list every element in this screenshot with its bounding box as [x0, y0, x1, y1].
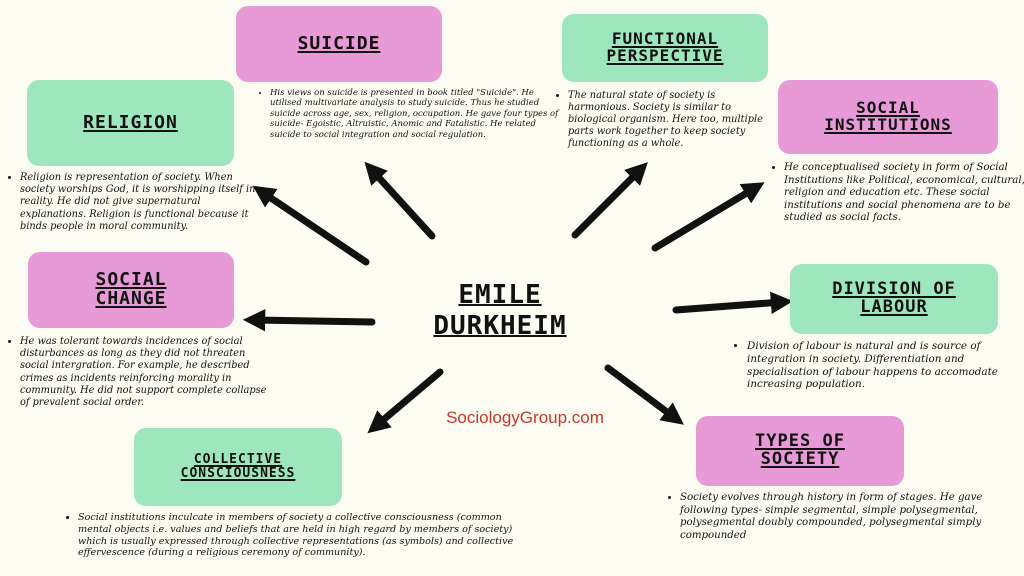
suicide-description: His views on suicide is presented in boo…: [258, 88, 560, 140]
suicide-title: SUICIDE: [297, 32, 381, 54]
arrow-to-social-change: [242, 308, 376, 332]
social-change-box: SOCIAL CHANGE: [28, 252, 234, 328]
arrow-to-religion: [252, 185, 370, 266]
collective-consciousness-description: Social institutions inculcate in members…: [66, 512, 528, 559]
types-of-society-text: Society evolves through history in form …: [680, 492, 1024, 542]
religion-description: Religion is representation of society. W…: [8, 172, 265, 233]
social-institutions-text: He conceptualised society in form of Soc…: [784, 162, 1024, 225]
arrow-to-division-of-labour: [672, 291, 794, 315]
division-of-labour-description: Division of labour is natural and is sou…: [735, 340, 1024, 391]
religion-box: RELIGION: [27, 80, 234, 166]
suicide-text: His views on suicide is presented in boo…: [270, 88, 560, 140]
center-title-line2: DURKHEIM: [433, 310, 567, 341]
arrow-to-social-institutions: [651, 182, 765, 252]
collective-consciousness-box: COLLECTIVE CONSCIOUSNESS: [134, 428, 342, 506]
functional-perspective-description: The natural state of society is harmonio…: [556, 90, 780, 150]
center-title: EMILE DURKHEIM: [400, 280, 600, 341]
division-of-labour-box: DIVISION OF LABOUR: [790, 264, 998, 334]
collective-consciousness-text: Social institutions inculcate in members…: [78, 512, 528, 559]
social-change-text: He was tolerant towards incidences of so…: [20, 336, 270, 409]
division-of-labour-title: DIVISION OF LABOUR: [832, 279, 956, 317]
social-change-description: He was tolerant towards incidences of so…: [8, 336, 270, 409]
social-change-title: SOCIAL CHANGE: [95, 269, 167, 309]
functional-perspective-title: FUNCTIONAL PERSPECTIVE: [606, 29, 724, 65]
arrow-to-types-of-society: [604, 364, 684, 425]
types-of-society-title: TYPES OF SOCIETY: [755, 431, 845, 469]
functional-perspective-box: FUNCTIONAL PERSPECTIVE: [562, 14, 768, 82]
arrow-to-collective-consciousness: [367, 368, 444, 434]
religion-title: RELIGION: [83, 111, 178, 133]
arrow-to-functional-perspective: [571, 162, 648, 239]
suicide-box: SUICIDE: [236, 6, 442, 82]
watermark: SociologyGroup.com: [446, 408, 604, 427]
arrow-to-suicide: [364, 161, 436, 240]
types-of-society-box: TYPES OF SOCIETY: [696, 416, 904, 486]
social-institutions-description: He conceptualised society in form of Soc…: [772, 162, 1024, 225]
division-of-labour-text: Division of labour is natural and is sou…: [747, 340, 1024, 391]
religion-text: Religion is representation of society. W…: [20, 172, 265, 233]
collective-consciousness-title: COLLECTIVE CONSCIOUSNESS: [180, 452, 296, 481]
functional-perspective-text: The natural state of society is harmonio…: [568, 90, 780, 150]
social-institutions-title: SOCIAL INSTITUTIONS: [824, 98, 952, 134]
center-title-line1: EMILE: [458, 280, 542, 310]
types-of-society-description: Society evolves through history in form …: [668, 492, 1024, 542]
social-institutions-box: SOCIAL INSTITUTIONS: [778, 80, 998, 154]
